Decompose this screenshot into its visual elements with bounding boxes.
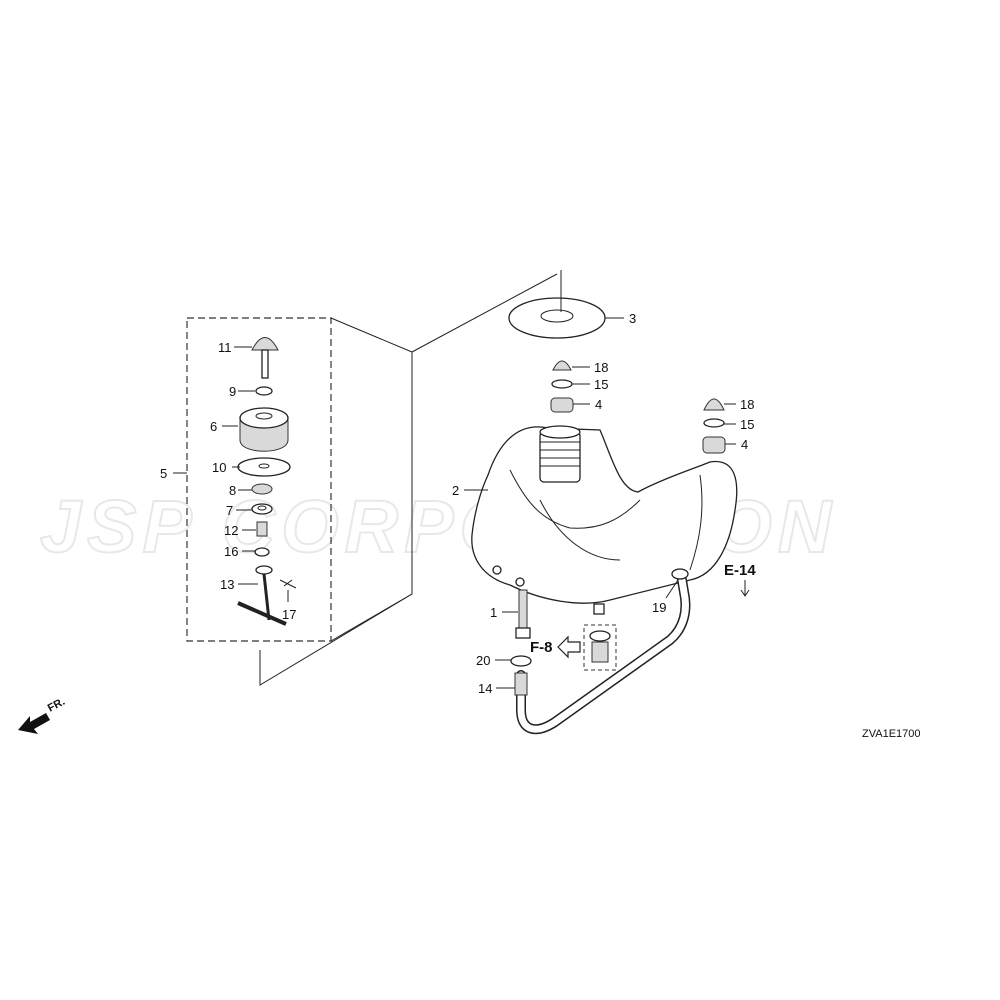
callout-3: 3 (629, 311, 636, 326)
fuel-tank-pad (508, 270, 606, 339)
tank-fitting (515, 589, 531, 639)
callout-15-right: 15 (740, 417, 754, 432)
callout-18-right: 18 (740, 397, 754, 412)
callout-4-center: 4 (595, 397, 602, 412)
callout-8: 8 (229, 483, 236, 498)
cap-assembly-parts (237, 337, 297, 626)
callout-leaders (173, 317, 736, 689)
front-arrow-icon (18, 713, 50, 734)
box-connector-upper (330, 317, 413, 642)
callout-14: 14 (478, 681, 492, 696)
hose-clip-20 (510, 655, 532, 667)
callout-9: 9 (229, 384, 236, 399)
front-label: FR. (46, 696, 67, 715)
callout-5: 5 (160, 466, 167, 481)
mount-stack-right (702, 398, 726, 454)
callout-2: 2 (452, 483, 459, 498)
callout-18-center: 18 (594, 360, 608, 375)
fuel-hose (514, 575, 691, 735)
callout-12: 12 (224, 523, 238, 538)
hose-clip-19 (671, 568, 689, 580)
callout-17: 17 (282, 607, 296, 622)
callout-6: 6 (210, 419, 217, 434)
callout-4-right: 4 (741, 437, 748, 452)
fuel-cock-reference-box (583, 624, 617, 671)
callout-11: 11 (218, 340, 232, 355)
reference-f8: F-8 (530, 639, 553, 656)
callout-15-center: 15 (594, 377, 608, 392)
callout-20: 20 (476, 653, 490, 668)
mount-stack-center (550, 360, 574, 413)
callout-13: 13 (220, 577, 234, 592)
diagram-code: ZVA1E1700 (862, 728, 921, 740)
callout-1: 1 (490, 605, 497, 620)
box-connector-lower (259, 593, 413, 686)
cap-assembly-box (186, 317, 332, 642)
callout-10: 10 (212, 460, 226, 475)
reference-e14: E-14 (724, 562, 756, 579)
box-connector-top (411, 273, 558, 353)
fuel-tank (471, 425, 738, 615)
arrow-e14-icon (740, 589, 750, 597)
callout-16: 16 (224, 544, 238, 559)
callout-7: 7 (226, 503, 233, 518)
callout-19: 19 (652, 600, 666, 615)
callout-labels: 11 9 6 10 8 7 12 16 13 17 5 3 18 15 4 18… (160, 311, 754, 696)
front-direction-indicator: FR. (18, 696, 67, 734)
arrow-f8-icon (557, 635, 581, 659)
